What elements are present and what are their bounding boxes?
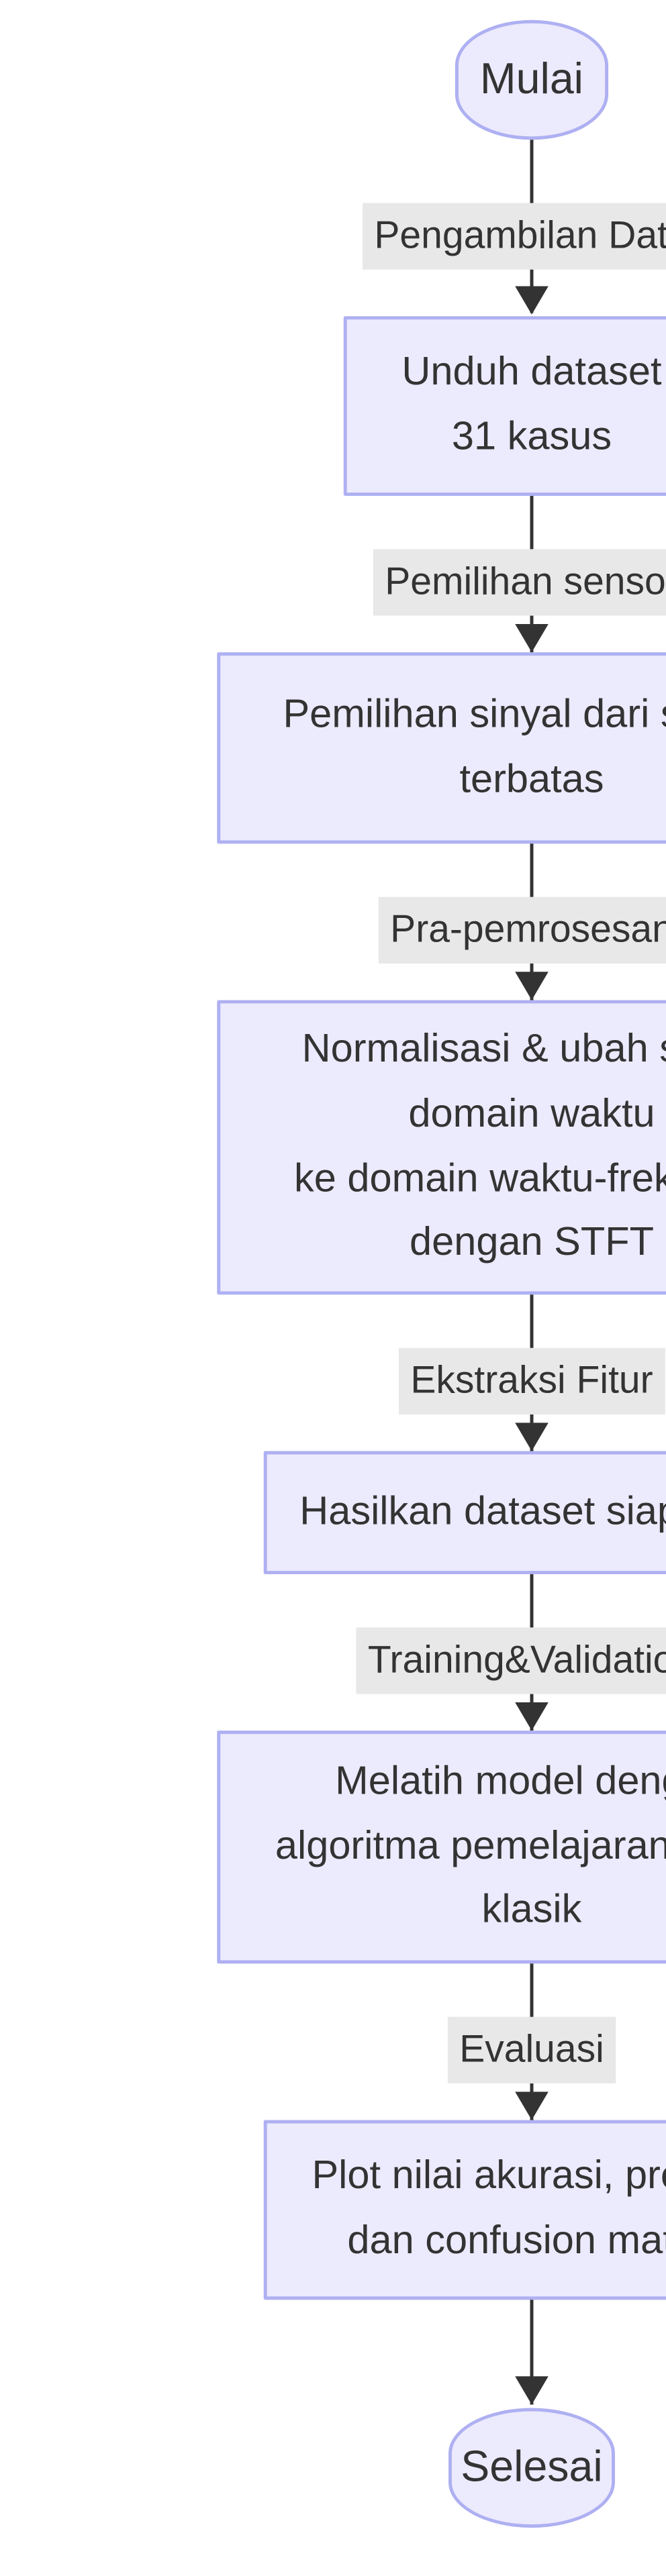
node-normalisasi-stft-line-1: Normalisasi & ubah sinyal [301,1026,666,1072]
node-pemilihan-sinyal[interactable]: Pemilihan sinyal dari sensor terbatas [217,652,666,844]
node-unduh-dataset-line-1: Unduh dataset [401,350,662,395]
node-start[interactable]: Mulai [455,19,609,140]
node-melatih-model[interactable]: Melatih model dengan algoritma pemelajar… [217,1731,666,1964]
edge-arrow-hasilkan-to-melatih [515,1702,549,1731]
node-melatih-model-line-1: Melatih model dengan [335,1758,666,1804]
edge-arrow-plot-to-end [515,2376,549,2405]
edge-arrow-unduh-to-pemilihan [515,623,549,653]
node-pemilihan-sinyal-line-2: terbatas [459,756,604,802]
node-plot-evaluasi-line-1: Plot nilai akurasi, presisi, [312,2153,666,2199]
edge-label-pemilihan-sensor: Pemilihan sensor [373,549,666,616]
node-melatih-model-line-2: algoritma pemelajaran mesin [275,1822,666,1868]
node-normalisasi-stft-line-3: ke domain waktu-frekuensi [294,1155,666,1201]
edge-label-pengambilan-data: Pengambilan Data [362,203,666,270]
edge-label-ekstraksi-fitur: Ekstraksi Fitur [398,1347,665,1415]
node-hasilkan-dataset[interactable]: Hasilkan dataset siap latih [263,1451,666,1575]
node-normalisasi-stft-line-4: dengan STFT [410,1220,654,1266]
flowchart-canvas: Mulai Pengambilan Data Unduh dataset 31 … [199,0,666,2576]
edge-label-pra-pemrosesan: Pra-pemrosesan [378,896,666,964]
node-start-label: Mulai [479,54,584,104]
edge-arrow-melatih-to-plot [515,2092,549,2120]
node-normalisasi-stft-line-2: domain waktu [408,1090,655,1136]
node-unduh-dataset[interactable]: Unduh dataset 31 kasus [343,316,666,497]
node-pemilihan-sinyal-line-1: Pemilihan sinyal dari sensor [283,691,666,737]
node-plot-evaluasi-line-2: dan confusion matrix [347,2218,666,2263]
edge-label-evaluasi: Evaluasi [447,2016,616,2084]
node-normalisasi-stft[interactable]: Normalisasi & ubah sinyal domain waktu k… [217,1000,666,1295]
edge-line-plot-to-end [530,2300,534,2405]
node-melatih-model-line-3: klasik [481,1888,582,1933]
node-unduh-dataset-line-2: 31 kasus [451,414,612,460]
edge-label-training-validation: Training&Validation [356,1627,666,1694]
edge-arrow-normalisasi-to-hasilkan [515,1423,549,1451]
node-hasilkan-dataset-line-1: Hasilkan dataset siap latih [299,1488,666,1534]
node-end[interactable]: Selesai [448,2408,615,2528]
edge-arrow-start-to-unduh [515,286,549,315]
node-end-label: Selesai [461,2442,603,2492]
edge-arrow-pemilihan-to-normalisasi [515,972,549,1000]
node-plot-evaluasi[interactable]: Plot nilai akurasi, presisi, dan confusi… [263,2120,666,2300]
